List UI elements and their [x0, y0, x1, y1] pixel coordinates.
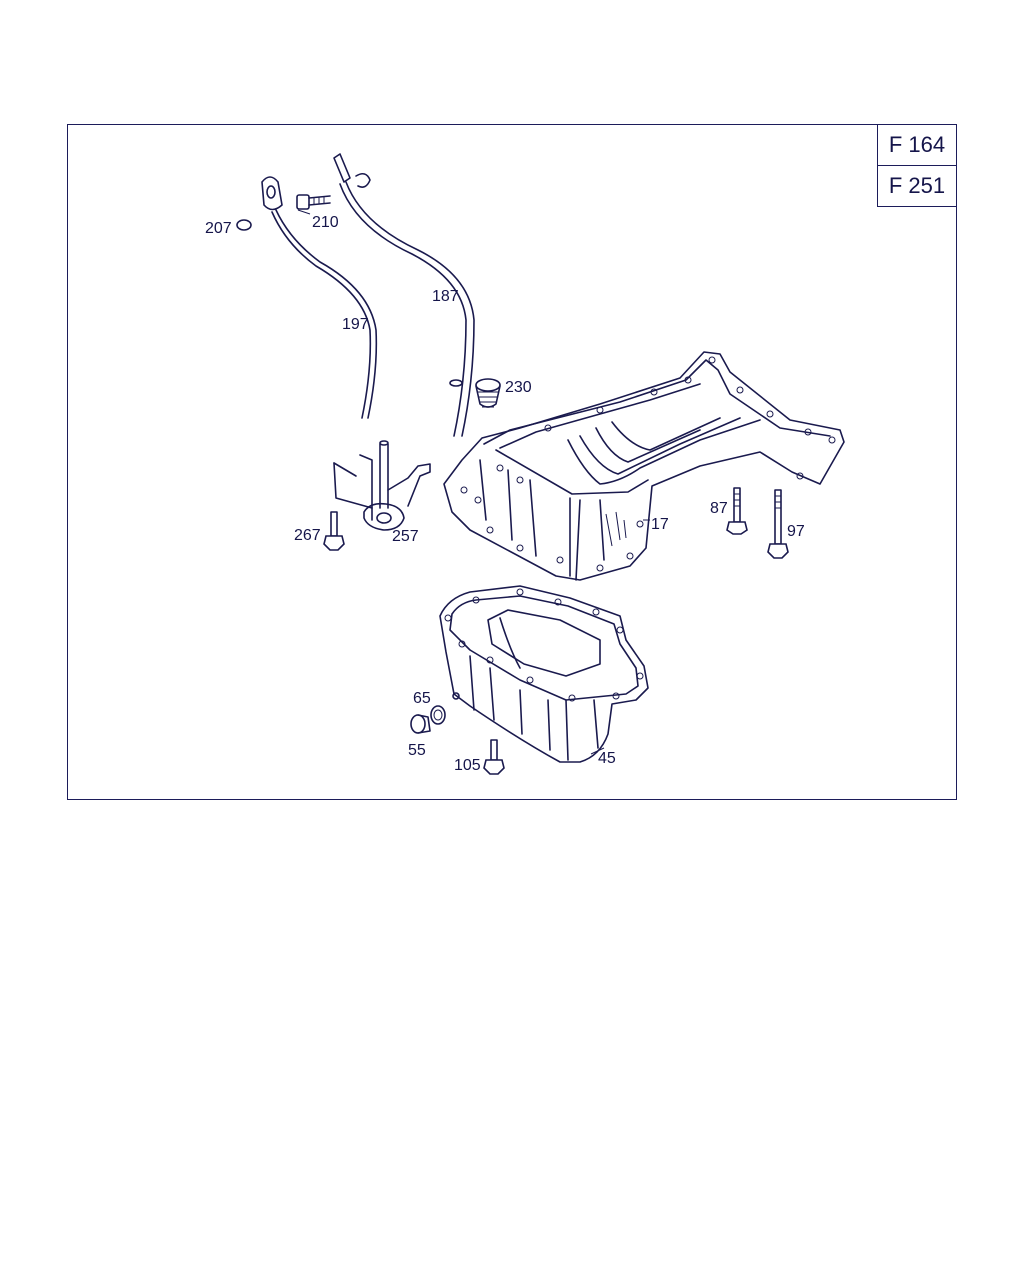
callout-197: 197	[342, 316, 369, 333]
part-230-plug	[475, 378, 501, 408]
part-257-bracket	[333, 440, 431, 531]
callout-187: 187	[432, 288, 459, 305]
callout-55: 55	[408, 742, 426, 759]
reference-code-2: F 251	[888, 173, 946, 198]
diagram-frame	[67, 124, 957, 800]
part-17-upper-oil-pan	[443, 351, 845, 581]
callout-97: 97	[787, 523, 805, 540]
callout-210: 210	[312, 214, 339, 231]
callout-257: 257	[392, 528, 419, 545]
callout-105: 105	[454, 757, 481, 774]
leader-lines	[297, 209, 650, 755]
part-55-drain-plug	[410, 714, 431, 734]
callout-267: 267	[294, 527, 321, 544]
part-45-lower-oil-pan	[439, 585, 649, 763]
part-105-bolt	[483, 739, 505, 775]
callout-65: 65	[413, 690, 431, 707]
part-87-bolt	[726, 487, 748, 535]
reference-code-1: F 164	[878, 125, 956, 166]
callout-87: 87	[710, 500, 728, 517]
part-197-dipstick	[261, 176, 378, 419]
part-187-guide-tube	[333, 153, 475, 437]
callout-207: 207	[205, 220, 232, 237]
part-207-o-ring	[236, 219, 252, 231]
callout-230: 230	[505, 379, 532, 396]
callout-17: 17	[651, 516, 669, 533]
callout-45: 45	[598, 750, 616, 767]
part-210-bolt	[296, 194, 331, 210]
reference-code-box: F 164 F 251	[877, 124, 957, 207]
part-65-sealing-ring	[430, 705, 446, 725]
part-267-bolt	[323, 511, 345, 551]
part-97-bolt	[767, 489, 789, 559]
